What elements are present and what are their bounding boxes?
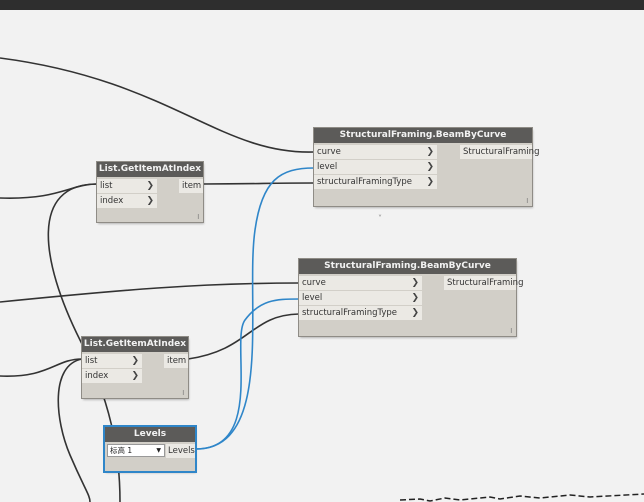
wire-external-to-beam1-curve[interactable] — [0, 57, 315, 153]
port-label: list — [100, 181, 113, 191]
node-title: Levels — [105, 427, 195, 442]
chevron-right-icon: ❯ — [411, 293, 419, 303]
node-title: StructuralFraming.BeamByCurve — [299, 259, 516, 274]
chevron-right-icon: ❯ — [146, 181, 154, 191]
port-label: curve — [302, 278, 326, 288]
beam-by-curve-node-1[interactable]: StructuralFraming.BeamByCurve curve ❯ le… — [314, 128, 539, 206]
chevron-right-icon: ❯ — [131, 356, 139, 366]
port-label: list — [85, 356, 98, 366]
port-label: curve — [317, 147, 341, 157]
lacing-indicator: l — [526, 198, 528, 205]
wire-getitem2-to-beam2-type[interactable] — [187, 313, 300, 360]
level-dropdown[interactable]: 标高 1 ▼ — [107, 444, 165, 457]
wire-external-to-beam2-curve[interactable] — [0, 282, 300, 303]
dropdown-arrow-icon: ▼ — [156, 447, 161, 454]
node-title: List.GetItemAtIndex — [82, 337, 188, 352]
levels-node[interactable]: Levels 标高 1 ▼ Levels — [105, 427, 195, 471]
chevron-right-icon: ❯ — [411, 278, 419, 288]
port-label: structuralFramingType — [302, 308, 398, 318]
wire-levels-to-beam2-level[interactable] — [195, 298, 300, 450]
chevron-right-icon: ❯ — [146, 196, 154, 206]
port-label: index — [85, 371, 109, 381]
port-list[interactable]: list ❯ — [82, 354, 142, 368]
port-list[interactable]: list ❯ — [97, 179, 157, 193]
port-label: level — [317, 162, 338, 172]
port-index[interactable]: index ❯ — [82, 369, 142, 383]
beam-by-curve-node-2[interactable]: StructuralFraming.BeamByCurve curve ❯ le… — [299, 259, 523, 336]
port-structural-framing-type[interactable]: structuralFramingType ❯ — [314, 175, 437, 189]
port-level[interactable]: level ❯ — [299, 291, 422, 305]
get-item-at-index-node-1[interactable]: List.GetItemAtIndex list ❯ index ❯ item … — [97, 162, 203, 222]
window-top-bar — [0, 0, 644, 10]
dropdown-selected-value: 标高 1 — [110, 446, 133, 455]
port-label: structuralFramingType — [317, 177, 413, 187]
output-port-structural-framing[interactable]: StructuralFraming — [460, 145, 539, 159]
canvas-marker-icon: ˅ — [378, 214, 382, 223]
port-index[interactable]: index ❯ — [97, 194, 157, 208]
port-label: level — [302, 293, 323, 303]
port-structural-framing-type[interactable]: structuralFramingType ❯ — [299, 306, 422, 320]
wire-external-to-getitem2-list[interactable] — [0, 358, 83, 377]
port-curve[interactable]: curve ❯ — [299, 276, 422, 290]
port-level[interactable]: level ❯ — [314, 160, 437, 174]
node-title: StructuralFraming.BeamByCurve — [314, 128, 532, 143]
wire-getitem1-to-beam1-type[interactable] — [202, 182, 315, 185]
lacing-indicator: l — [182, 390, 184, 397]
port-curve[interactable]: curve ❯ — [314, 145, 437, 159]
chevron-right-icon: ❯ — [426, 162, 434, 172]
output-port-item[interactable]: item — [179, 179, 203, 193]
output-port-structural-framing[interactable]: StructuralFraming — [444, 276, 523, 290]
lacing-indicator: l — [510, 328, 512, 335]
chevron-right-icon: ❯ — [426, 147, 434, 157]
chevron-right-icon: ❯ — [426, 177, 434, 187]
chevron-right-icon: ❯ — [131, 371, 139, 381]
output-port-levels[interactable]: Levels — [166, 444, 195, 458]
get-item-at-index-node-2[interactable]: List.GetItemAtIndex list ❯ index ❯ item … — [82, 337, 188, 398]
port-label: index — [100, 196, 124, 206]
wire-getitem2-index-down[interactable] — [57, 358, 91, 502]
chevron-right-icon: ❯ — [411, 308, 419, 318]
node-title: List.GetItemAtIndex — [97, 162, 203, 177]
output-port-item[interactable]: item — [164, 354, 188, 368]
lacing-indicator: l — [197, 214, 199, 221]
canvas-edge-artifact — [400, 493, 644, 502]
wire-levels-to-beam1-level[interactable] — [195, 167, 315, 450]
